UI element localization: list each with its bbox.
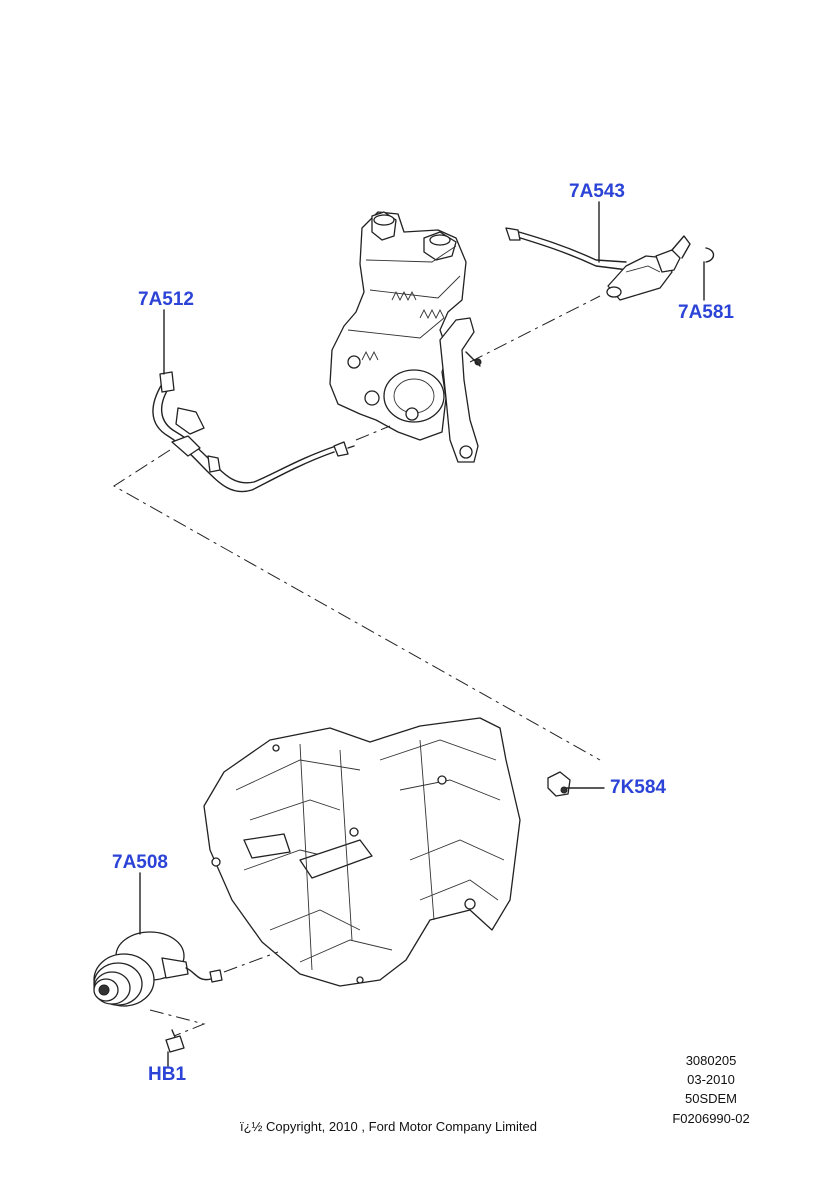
part-label-HB1[interactable]: HB1 xyxy=(148,1064,187,1085)
clip-7A581 xyxy=(705,247,715,263)
leader-lines xyxy=(139,201,705,1067)
part-label-7K584[interactable]: 7K584 xyxy=(610,777,666,798)
fitting-7K584 xyxy=(547,771,571,797)
clutch-line-7A512 xyxy=(152,371,355,493)
part-label-7A512[interactable]: 7A512 xyxy=(138,289,194,310)
bolt-HB1 xyxy=(165,1029,185,1053)
clutch-master-cylinder-7A543 xyxy=(505,227,691,301)
part-label-7A543[interactable]: 7A543 xyxy=(569,181,625,202)
figure-code: F0206990-02 xyxy=(672,1111,750,1126)
slave-cylinder-7A508 xyxy=(93,931,223,1007)
transmission-assembly xyxy=(203,717,521,987)
assembly-lines xyxy=(113,295,601,1037)
diagram-number: 3080205 xyxy=(685,1053,737,1068)
pedal-box-assembly xyxy=(329,211,482,463)
diagram-date: 03-2010 xyxy=(687,1072,735,1087)
part-label-7A581[interactable]: 7A581 xyxy=(678,302,734,323)
copyright-notice: ï¿½ Copyright, 2010 , Ford Motor Company… xyxy=(240,1119,537,1134)
part-label-7A508[interactable]: 7A508 xyxy=(112,852,168,873)
model-code: 50SDEM xyxy=(684,1091,738,1106)
